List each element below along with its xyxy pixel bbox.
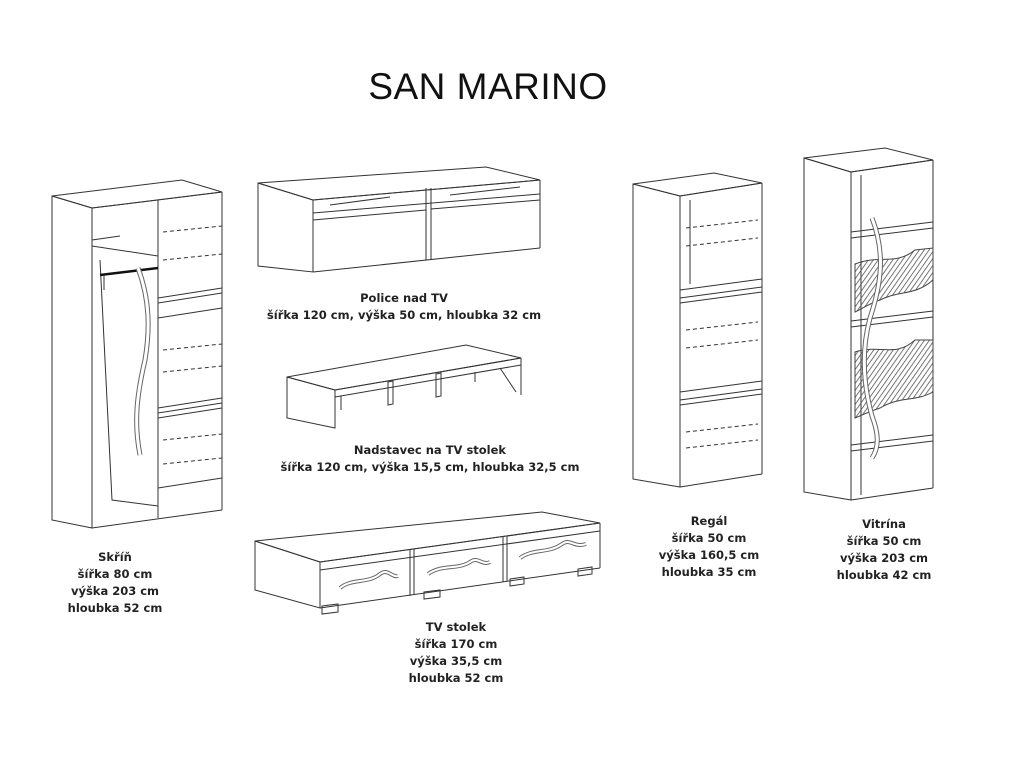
wardrobe-height: výška 203 cm — [70, 584, 160, 598]
shelving-unit-height: výška 160,5 cm — [658, 548, 760, 562]
display-cabinet-width: šířka 50 cm — [846, 534, 922, 548]
tv-shelf-caption: Police nad TV šířka 120 cm, výška 50 cm,… — [256, 290, 552, 324]
shelving-unit-caption: Regál šířka 50 cm výška 160,5 cm hloubka… — [651, 513, 767, 581]
shelving-unit-drawing — [632, 172, 763, 488]
shelving-unit-name: Regál — [690, 514, 728, 528]
tv-shelf-name: Police nad TV — [360, 291, 448, 305]
display-cabinet-name: Vitrína — [862, 517, 906, 531]
wardrobe-drawing — [51, 179, 223, 529]
tv-stand-topper-name: Nadstavec na TV stolek — [353, 443, 507, 457]
wardrobe-width: šířka 80 cm — [77, 567, 153, 581]
tv-stand-topper-dimensions: šířka 120 cm, výška 15,5 cm, hloubka 32,… — [280, 460, 580, 474]
page-title: SAN MARINO — [368, 66, 608, 107]
tv-shelf-dimensions: šířka 120 cm, výška 50 cm, hloubka 32 cm — [266, 308, 542, 322]
tv-stand-caption: TV stolek šířka 170 cm výška 35,5 cm hlo… — [398, 619, 514, 687]
tv-stand-topper-drawing — [286, 344, 522, 429]
wardrobe-depth: hloubka 52 cm — [67, 601, 163, 615]
tv-stand-topper-caption: Nadstavec na TV stolek šířka 120 cm, výš… — [266, 442, 594, 476]
tv-stand-drawing — [254, 511, 601, 615]
tv-stand-depth: hloubka 52 cm — [408, 671, 504, 685]
tv-stand-name: TV stolek — [425, 620, 487, 634]
display-cabinet-caption: Vitrína šířka 50 cm výška 203 cm hloubka… — [826, 516, 942, 584]
display-cabinet-depth: hloubka 42 cm — [836, 568, 932, 582]
tv-shelf-drawing — [257, 166, 541, 273]
shelving-unit-depth: hloubka 35 cm — [661, 565, 757, 579]
wardrobe-caption: Skříň šířka 80 cm výška 203 cm hloubka 5… — [60, 549, 170, 617]
tv-stand-height: výška 35,5 cm — [409, 654, 503, 668]
wardrobe-name: Skříň — [98, 550, 132, 564]
display-cabinet-height: výška 203 cm — [839, 551, 929, 565]
tv-stand-width: šířka 170 cm — [414, 637, 498, 651]
shelving-unit-width: šířka 50 cm — [671, 531, 747, 545]
display-cabinet-drawing — [803, 147, 934, 501]
